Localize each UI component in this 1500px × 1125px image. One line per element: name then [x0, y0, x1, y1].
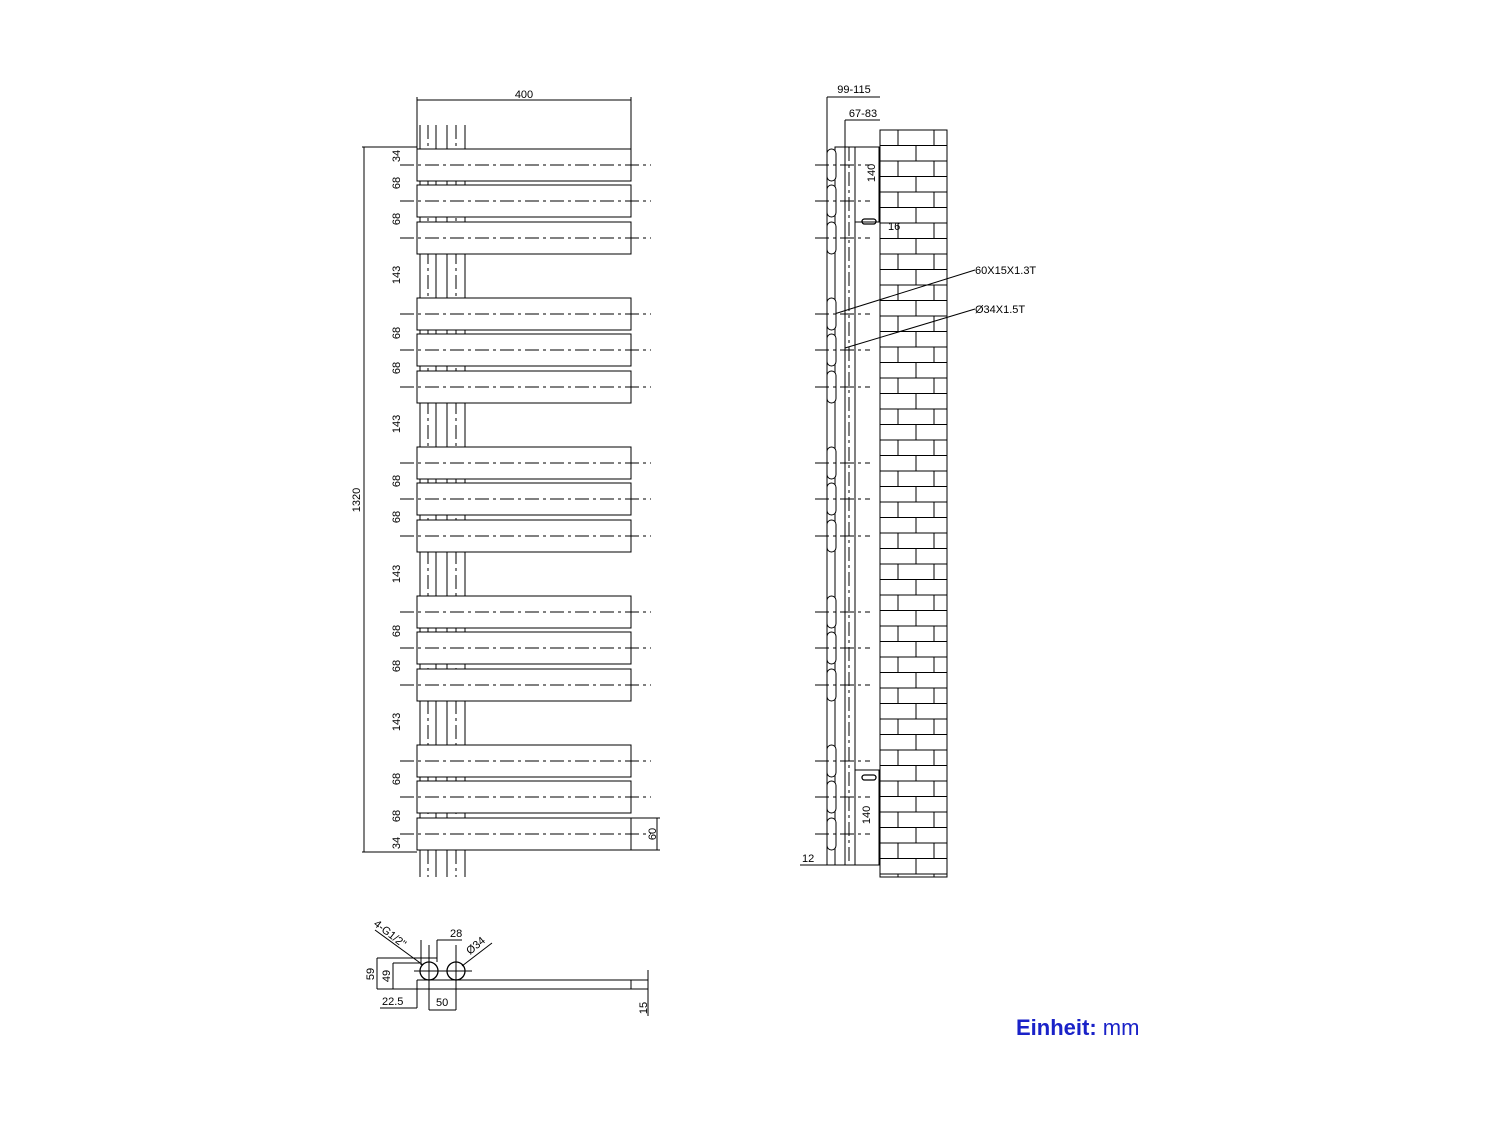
towel-bar: [416, 780, 632, 814]
spacing-dimension: 68: [391, 810, 403, 822]
spacing-dimension: 68: [391, 475, 403, 487]
towel-bar: [416, 446, 632, 480]
spacing-dimension: 34: [391, 837, 403, 849]
towel-bar: [416, 595, 632, 629]
spacing-dimension: 68: [391, 511, 403, 523]
bracket-top-dimension: 140: [866, 164, 878, 182]
spacing-dimension: 143: [391, 415, 403, 433]
height-inner-dimension: 49: [381, 970, 393, 982]
towel-bar: [416, 370, 632, 404]
towel-bar: [416, 148, 632, 182]
pipe-spec-callout: Ø34X1.5T: [975, 304, 1025, 316]
towel-bar: [416, 519, 632, 553]
pipe-diameter-callout: Ø34: [464, 935, 488, 958]
thickness-dimension: 15: [638, 1002, 650, 1014]
unit-value: mm: [1102, 1015, 1140, 1040]
spacing-dimension: 143: [391, 266, 403, 284]
towel-bar: [416, 744, 632, 778]
spacing-dimension: 68: [391, 213, 403, 225]
spacing-dimension: 68: [391, 327, 403, 339]
depth-outer-dimension: 99-115: [837, 84, 870, 96]
spacing-dimension: 143: [391, 565, 403, 583]
pipe-gap-dimension: 28: [450, 928, 462, 940]
offset-dimension: 12: [802, 853, 814, 865]
unit-caption: Einheit:: [1016, 1015, 1097, 1040]
towel-bar: [416, 333, 632, 367]
height-outer-dimension: 59: [365, 968, 377, 980]
towel-bar: [416, 817, 632, 851]
center-distance-dimension: 50: [436, 997, 448, 1009]
towel-bar: [416, 297, 632, 331]
bar-spec-callout: 60X15X1.3T: [975, 265, 1036, 277]
brick-wall: [879, 129, 948, 878]
spacing-dimension: 68: [391, 625, 403, 637]
spacing-dimension: 34: [391, 150, 403, 162]
spacing-dimension: 68: [391, 660, 403, 672]
towel-bar: [416, 221, 632, 255]
thread-callout: 4-G1/2": [371, 918, 408, 951]
height-dimension: 1320: [351, 488, 363, 512]
side-view: 99-115 67-83 140 140 12 60X15X1.3T Ø34X1…: [800, 84, 1036, 878]
spacing-dimension: 68: [391, 773, 403, 785]
wall-outline: [879, 129, 948, 878]
unit-label: Einheit: mm: [1016, 1015, 1139, 1041]
width-dimension: 400: [515, 89, 533, 101]
towel-bar: [416, 482, 632, 516]
towel-bar: [416, 668, 632, 702]
depth-inner-dimension: 67-83: [849, 108, 877, 120]
bracket-width-dimension: 16: [888, 221, 900, 233]
towel-bar: [416, 184, 632, 218]
connection-detail: 4-G1/2" 28 Ø34 59 49 22.5 50 15: [365, 918, 650, 1016]
towel-bar: [416, 631, 632, 665]
bar-height-dimension: 60: [647, 828, 659, 840]
spacing-dimension: 68: [391, 177, 403, 189]
offset-dimension: 22.5: [382, 996, 403, 1008]
spacing-dimension: 68: [391, 362, 403, 374]
spacing-dimension: 143: [391, 713, 403, 731]
front-view: 400 1320 34 68 68 143 68 68 143 68 68 143 68 68 143 6…: [351, 89, 660, 877]
bracket-bottom-dimension: 140: [861, 806, 873, 824]
